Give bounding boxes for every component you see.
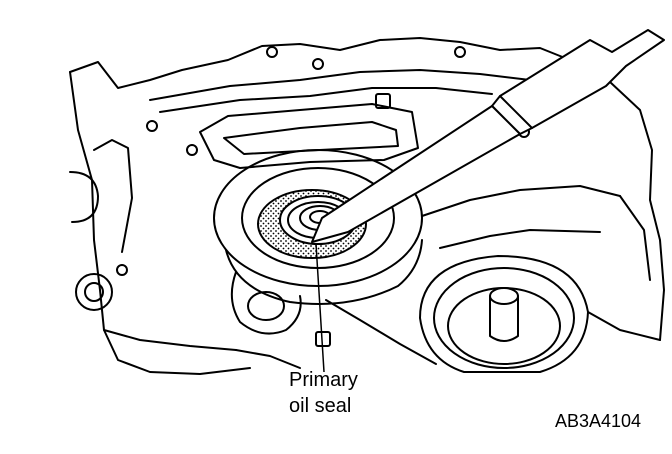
- case-bottom-edge: [103, 329, 237, 351]
- screwdriver-shaft: [311, 105, 521, 243]
- seal-mount-ear: [230, 271, 302, 335]
- callout-label-primary: Primary: [289, 369, 358, 391]
- cup-rim-outer: [419, 255, 589, 373]
- left-boss: [69, 171, 99, 223]
- bolt-hole: [146, 120, 158, 132]
- bolt-hole: [454, 46, 466, 58]
- callout-leader-line: [315, 243, 325, 373]
- bolt-boss: [375, 93, 391, 109]
- case-lower-mid: [325, 299, 437, 365]
- seal-boss-shoulder: [225, 239, 423, 305]
- case-right-edge: [619, 195, 651, 281]
- case-left-inner-edge: [93, 139, 133, 253]
- screwdriver-icon: [311, 29, 665, 243]
- figure-code: AB3A4104: [555, 411, 642, 431]
- top-flange-ridge-2: [159, 87, 493, 113]
- callout-label-oil-seal: oil seal: [289, 395, 352, 417]
- case-right-rib: [421, 185, 621, 217]
- bolt-hole: [116, 264, 128, 276]
- cup-pin: [489, 295, 519, 342]
- bolt-hole: [186, 144, 198, 156]
- recess-outline: [199, 103, 419, 169]
- cup-opening: [433, 267, 575, 369]
- seal-mount-hole: [247, 291, 285, 321]
- bolt-hole: [266, 46, 278, 58]
- case-lower-mid-2: [235, 349, 301, 369]
- case-right-rib-2: [439, 229, 601, 249]
- case-left-flank: [69, 71, 251, 375]
- bolt-boss: [315, 331, 331, 347]
- left-bolt-boss: [75, 273, 113, 311]
- left-bolt-boss-inner: [84, 282, 104, 302]
- top-flange-ridge: [149, 69, 531, 101]
- case-outer-outline: [69, 37, 665, 341]
- case-lower-right: [587, 311, 661, 341]
- recess-inner: [223, 121, 399, 155]
- cup-pin-top: [489, 287, 519, 305]
- bolt-hole: [312, 58, 324, 70]
